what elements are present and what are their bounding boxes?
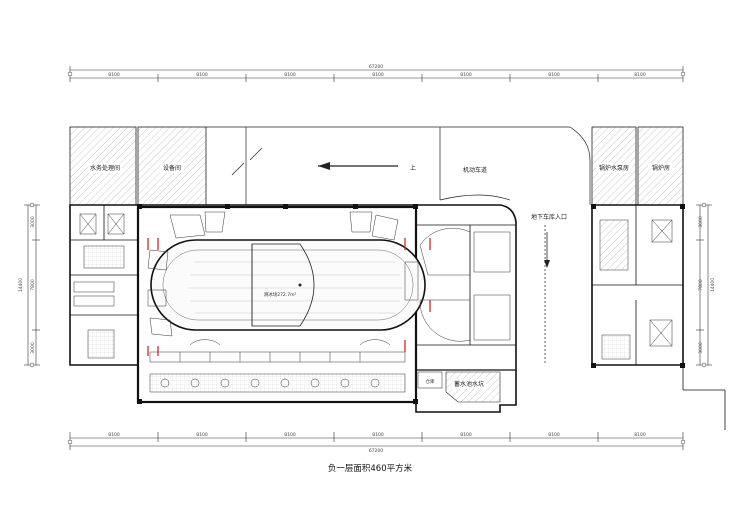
right-rooms [419,227,511,342]
right-dim-b: 7800 [698,279,704,291]
storage-label: 仓库 [426,378,435,385]
equipment-label: 设备间 [163,164,181,172]
seating-fans [147,211,419,337]
label-bg [452,379,486,389]
floor-area-caption: 负一层面积460平方米 [327,464,413,474]
up-label: 上 [410,164,416,172]
axis-markers [29,71,707,445]
top-segment-dim: 8100 [372,72,384,78]
bottom-segment-dim: 8100 [284,432,296,438]
left-dimension-line [24,204,40,366]
pool-label: 蓄水池水坑 [454,380,484,388]
boiler-room-label: 锅炉房 [652,164,670,172]
right-dim-a: 3000 [698,216,704,228]
top-segment-dim: 8100 [196,72,208,78]
right-dimension-line [696,204,712,366]
bottom-segment-dim: 8100 [634,432,646,438]
garage-entry-arrow [544,232,550,268]
bench-rows [149,339,406,393]
label-bg [88,163,122,173]
red-direction-markers [147,238,431,356]
left-dim-c: 3000 [30,342,36,354]
label-bg [648,163,674,173]
vehicle-ramp [206,126,591,365]
right-core [599,219,673,360]
bottom-segment-dim: 8100 [196,432,208,438]
bottom-segment-dim: 8100 [548,432,560,438]
right-total-dim: 14400 [710,278,716,292]
top-segment-dim: 8100 [460,72,472,78]
top-segment-dim: 8100 [548,72,560,78]
bottom-segment-dim: 8100 [372,432,384,438]
bottom-segment-dim: 8100 [108,432,120,438]
right-dim-c: 3000 [698,342,704,354]
rink-area-label: 滑冰场272.7m² [264,291,297,298]
left-total-dim: 14400 [18,278,24,292]
label-bg [596,163,632,173]
water-treatment-label: 水务处理间 [90,164,120,172]
bottom-segment-dim: 8100 [460,432,472,438]
left-core [73,213,125,359]
label-bg [160,163,184,173]
top-segment-dim: 8100 [634,72,646,78]
boiler-pump-label: 锅炉水泵房 [599,164,629,172]
structural-columns [137,204,685,404]
top-dimension-line [69,66,684,82]
left-dim-b: 7800 [30,279,36,291]
ramp-label: 机动车道 [463,166,487,174]
left-dim-a: 3000 [30,216,36,228]
garage-entrance-label: 地下车库入口 [531,213,567,221]
storage-room [417,371,443,389]
lounge-chairs [160,378,380,388]
bottom-total-dimension: 67200 [369,448,383,454]
top-total-dimension: 67200 [369,64,383,70]
ramp-direction-arrow [318,162,398,170]
ice-rink [150,239,426,331]
top-segment-dim: 8100 [108,72,120,78]
top-segment-dim: 8100 [284,72,296,78]
